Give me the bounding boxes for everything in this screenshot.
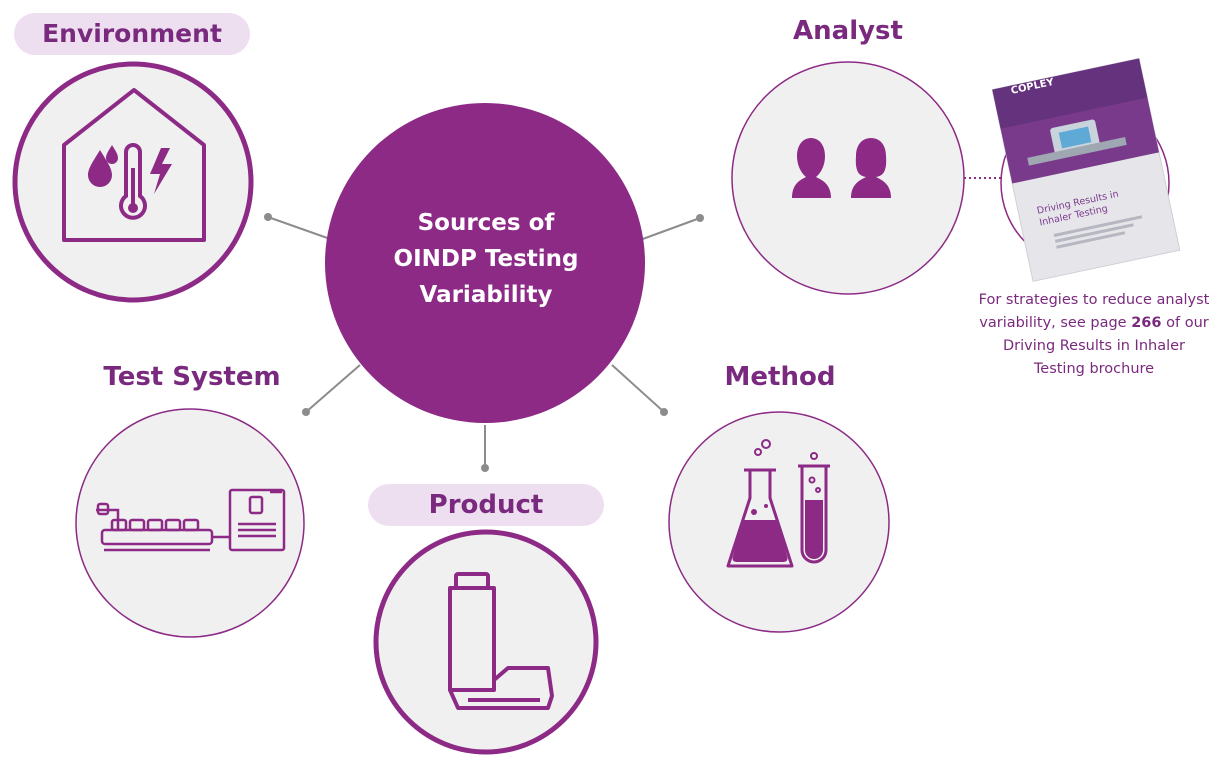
impactor-icon [96, 488, 286, 552]
brochure-note: For strategies to reduce analyst variabi… [978, 289, 1210, 381]
product-label: Product [368, 484, 604, 526]
house-icon [62, 88, 206, 242]
center-circle [325, 103, 645, 423]
flask-icon [726, 439, 794, 568]
analyst-circle [731, 61, 965, 295]
environment-label: Environment [14, 13, 250, 55]
connector-dot-method [660, 408, 668, 416]
analysts-icon [792, 138, 891, 198]
connector-dot-test-system [302, 408, 310, 416]
connector-dot-environment [264, 213, 272, 221]
connector-dot-product [481, 464, 489, 472]
brochure-node [991, 57, 1181, 282]
product-circle [373, 529, 599, 755]
water-drop-icon [88, 145, 118, 187]
lightning-icon [150, 148, 172, 194]
analyst-label: Analyst [793, 16, 903, 46]
connector-analyst [639, 217, 701, 241]
note-page-number: 266 [1131, 315, 1162, 331]
test-system-circle [75, 408, 305, 638]
note-text-after: of our Driving Results in Inhaler Testin… [1002, 315, 1209, 377]
center-title-line3: Variability [419, 282, 553, 308]
brochure-cover-image [991, 57, 1181, 282]
center-title-line2: OINDP Testing [393, 246, 579, 272]
connector-dot-analyst [696, 214, 704, 222]
test-system-label: Test System [103, 362, 281, 392]
connector-test-system [305, 364, 361, 413]
thermometer-icon [119, 143, 147, 220]
environment-node [12, 61, 254, 303]
product-node [373, 529, 599, 755]
connector-environment [267, 216, 334, 241]
connector-method [611, 364, 665, 413]
analyst-node [731, 61, 965, 295]
test-system-node [75, 408, 305, 638]
method-label: Method [724, 362, 836, 392]
test-tube-icon [798, 452, 830, 564]
connectors [264, 213, 704, 472]
inhaler-icon [448, 572, 554, 710]
center-title: Sources of OINDP Testing Variability [343, 205, 629, 313]
method-node [668, 411, 890, 633]
note-text-before: For strategies to reduce analyst variabi… [978, 292, 1210, 331]
center-title-line1: Sources of [417, 210, 555, 236]
